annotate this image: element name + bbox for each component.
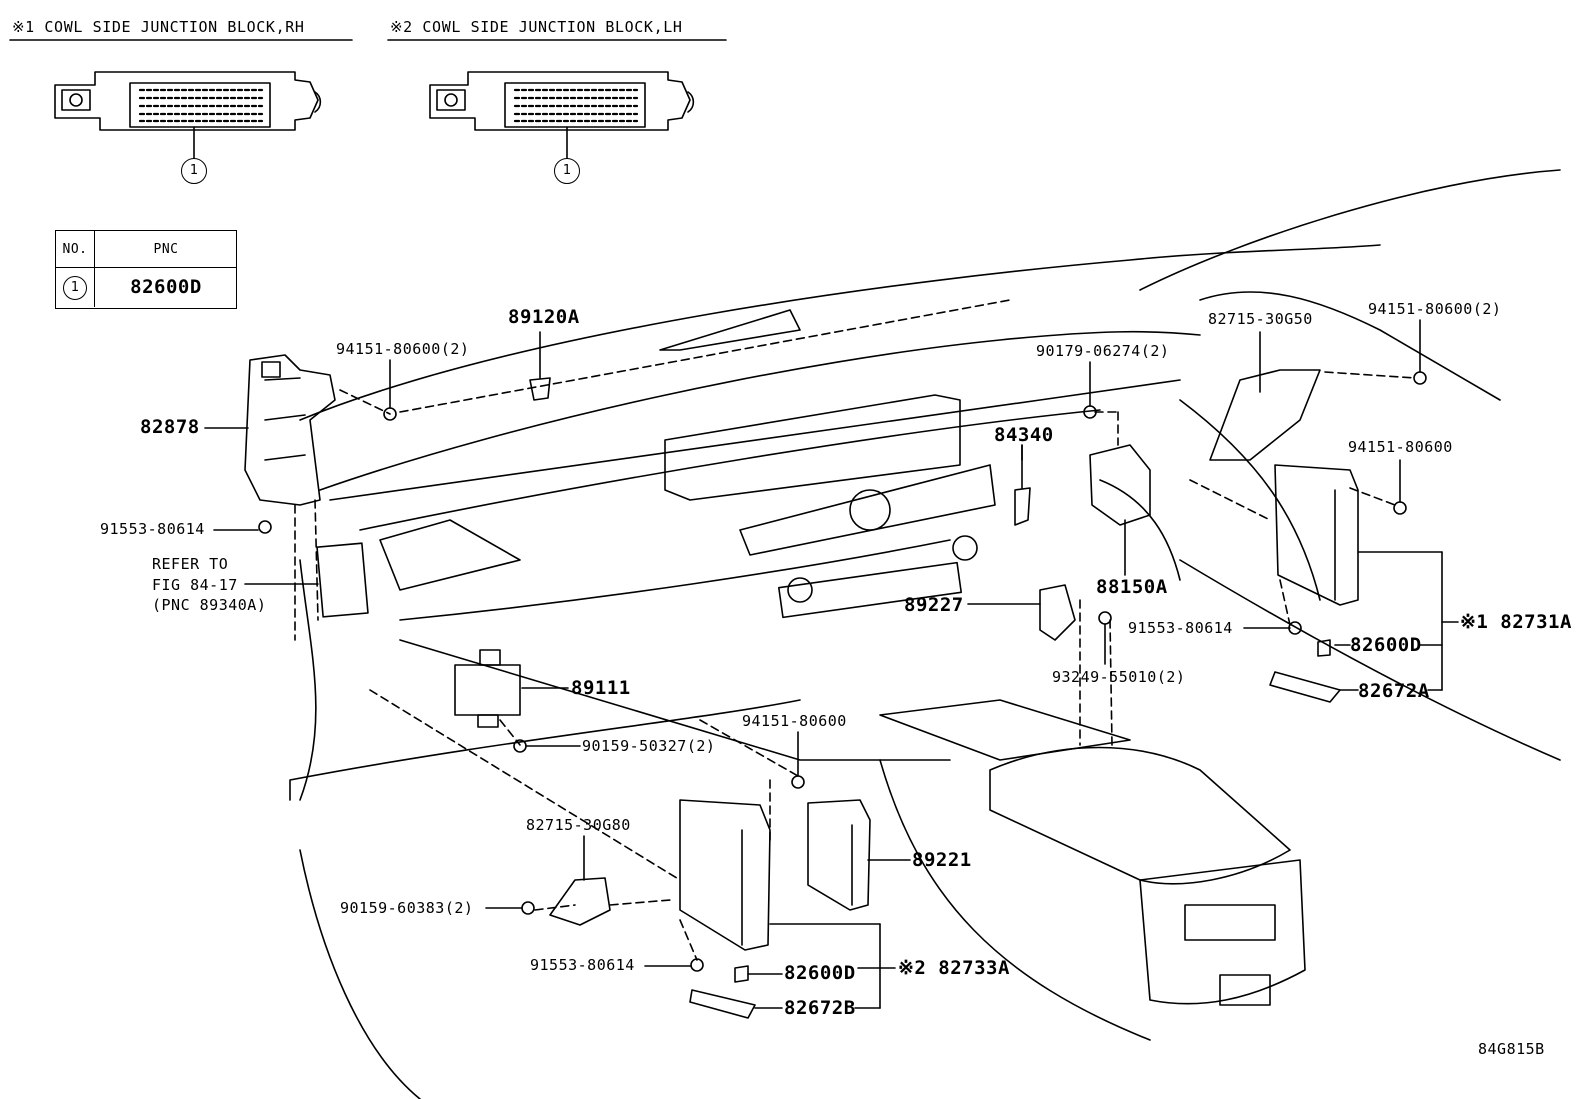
row-pnc-value: 82600D <box>130 276 202 298</box>
part-82600d-right <box>1317 639 1331 657</box>
part-89111-module <box>454 649 521 728</box>
junction-block-rh <box>54 71 322 159</box>
part-89120a-sensor <box>529 377 551 401</box>
label-94151-80600-2-right: 94151-80600(2) <box>1368 300 1502 318</box>
label-94151-80600-mid: 94151-80600 <box>742 712 847 730</box>
label-88150a: 88150A <box>1096 576 1168 598</box>
label-89227: 89227 <box>904 594 964 616</box>
part-82731a-module <box>1274 464 1359 606</box>
label-90159-60383: 90159-60383(2) <box>340 899 474 917</box>
part-82715-30g80-bracket <box>549 877 611 926</box>
label-91553-80614-bottom: 91553-80614 <box>530 956 635 974</box>
label-refer-line3: (PNC 89340A) <box>152 596 267 614</box>
label-82672b: 82672B <box>784 997 856 1019</box>
label-90159-50327: 90159-50327(2) <box>582 737 716 755</box>
label-89221: 89221 <box>912 849 972 871</box>
part-82733a-module <box>679 799 771 951</box>
part-84340 <box>1014 487 1031 526</box>
part-82672a-cover <box>1269 671 1341 703</box>
part-82878-bracket <box>244 354 336 506</box>
pnc-table-header-row: NO. PNC <box>56 231 236 268</box>
label-82715-30g80: 82715-30G80 <box>526 816 631 834</box>
part-82715-30g50-bracket <box>1209 369 1321 461</box>
junction-block-lh <box>429 71 695 159</box>
module-89340a <box>316 542 369 618</box>
header-junction-block-lh: ※2 COWL SIDE JUNCTION BLOCK,LH <box>390 18 683 36</box>
part-88150a-module <box>1089 444 1151 576</box>
fasteners <box>258 371 1427 972</box>
label-82600d-right: 82600D <box>1350 634 1422 656</box>
dashed-guides <box>294 299 1416 961</box>
part-82600d-bottom <box>734 965 749 983</box>
label-84340: 84340 <box>994 424 1054 446</box>
center-console <box>879 699 1306 1041</box>
instrument-panel <box>289 169 1561 1099</box>
label-82733a: ※2 82733A <box>898 957 1010 979</box>
part-89221-module <box>807 799 871 911</box>
label-94151-80600-2-top: 94151-80600(2) <box>336 340 470 358</box>
label-82731a: ※1 82731A <box>1460 611 1572 633</box>
label-82878: 82878 <box>140 416 200 438</box>
part-82672b-cover <box>689 989 756 1019</box>
label-82600d-bottom: 82600D <box>784 962 856 984</box>
label-82715-30g50: 82715-30G50 <box>1208 310 1313 328</box>
label-90179-06274: 90179-06274(2) <box>1036 342 1170 360</box>
pnc-table-row: 1 82600D <box>56 268 236 307</box>
header-junction-block-rh: ※1 COWL SIDE JUNCTION BLOCK,RH <box>12 18 305 36</box>
leader-lines <box>204 319 1459 1009</box>
label-93249-55010: 93249-55010(2) <box>1052 668 1186 686</box>
label-91553-80614-left: 91553-80614 <box>100 520 205 538</box>
callout-1-lh: 1 <box>554 158 580 184</box>
col-pnc-header: PNC <box>153 241 179 257</box>
label-refer-line1: REFER TO <box>152 555 229 573</box>
label-89111: 89111 <box>571 677 631 699</box>
label-refer-line2: FIG 84-17 <box>152 576 238 594</box>
callout-1-rh: 1 <box>181 158 207 184</box>
part-89227-sensor <box>1039 584 1076 641</box>
row-no-circle: 1 <box>63 275 87 300</box>
label-91553-80614-right: 91553-80614 <box>1128 619 1233 637</box>
pnc-table: NO. PNC 1 82600D <box>55 230 237 309</box>
col-no-header: NO. <box>62 241 88 257</box>
label-82672a: 82672A <box>1358 680 1430 702</box>
label-94151-80600-right: 94151-80600 <box>1348 438 1453 456</box>
figure-code: 84G815B <box>1478 1040 1545 1058</box>
label-89120a: 89120A <box>508 306 580 328</box>
